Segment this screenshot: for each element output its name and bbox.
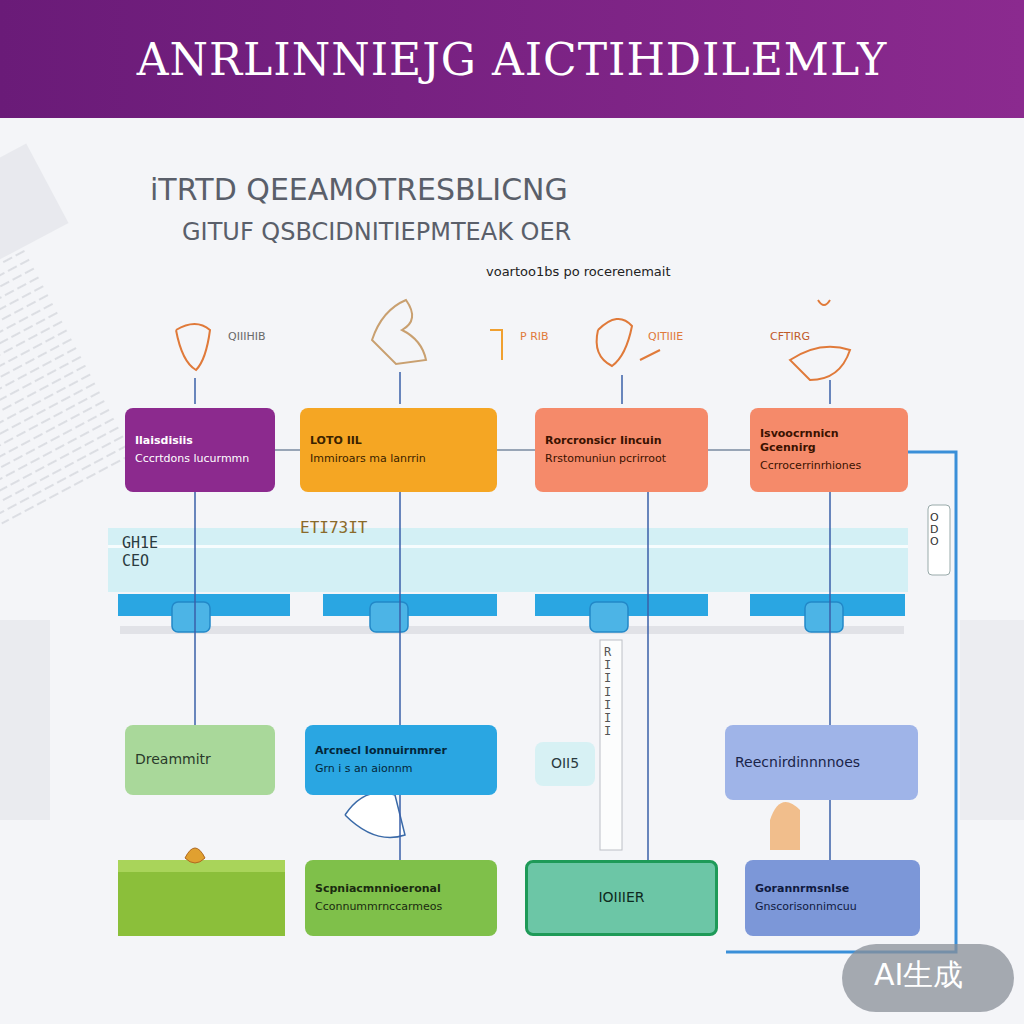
annotation-label: iTRTD QEEAMOTRESBLICNG [150, 172, 568, 207]
process-box: LOTO IIL Immiroars ma lanrrin [300, 408, 497, 492]
box-text: Cconnummrnccarmeos [315, 900, 487, 914]
connector-line [708, 449, 750, 451]
connector-line [399, 795, 401, 860]
process-box: IlaisdisiisCccrtdons lucurmmn [125, 408, 275, 492]
box-text: Rrstomuniun pcrirroot [545, 452, 698, 466]
connector-line [829, 492, 831, 725]
box-heading: Ilaisdisiis [135, 434, 265, 448]
annotation-label: ETI73IT [300, 518, 367, 537]
box-heading: Gorannrmsnlse [755, 882, 910, 896]
process-box: Isvoocrnnicn GcennirgCcrrocerrinrhiones [750, 408, 908, 492]
connector-line [399, 492, 401, 725]
box-heading: Rorcronsicr Iincuin [545, 434, 698, 448]
box-text: Immiroars ma lanrrin [310, 452, 487, 466]
annotation-label: GH1E CEO [122, 534, 192, 570]
connector-line [497, 449, 535, 451]
annotation-label: CFTIRG [770, 330, 810, 343]
process-box: OII5 [535, 742, 595, 786]
box-text: Grn i s an aionnm [315, 762, 487, 776]
box-heading: IOIIIER [538, 889, 705, 907]
box-heading: Isvoocrnnicn Gcennirg [760, 427, 898, 455]
box-heading: Arcnecl Ionnuirnmrer [315, 744, 487, 758]
watermark: AI生成 [874, 955, 963, 996]
process-box: Reecnirdinnnnoes [725, 725, 918, 800]
connector-line [194, 492, 196, 725]
annotation-label: QIIIHIB [228, 330, 265, 343]
process-box: IOIIIER [525, 860, 718, 936]
box-text: Ccrrocerrinrhiones [760, 459, 898, 473]
process-box: GorannrmsnlseGnscorisonnimcuu [745, 860, 920, 936]
annotation-label: voartoo1bs po rocerenemait [486, 264, 671, 279]
box-heading: Reecnirdinnnnoes [735, 754, 908, 772]
box-heading: LOTO IIL [310, 434, 487, 448]
box-heading: Scpniacmnnioeronal [315, 882, 487, 896]
process-box: ScpniacmnnioeronalCconnummrnccarmeos [305, 860, 497, 936]
process-box: Dreammitr [125, 725, 275, 795]
box-heading: OII5 [545, 755, 585, 773]
box-heading: Dreammitr [135, 751, 265, 769]
connector-line [829, 800, 831, 860]
annotation-label: ODO [930, 512, 941, 548]
connector-line [647, 492, 649, 860]
box-text: Gnscorisonnimcuu [755, 900, 910, 914]
process-box: Rorcronsicr IincuinRrstomuniun pcrirroot [535, 408, 708, 492]
annotation-label: GITUF QSBCIDNITIEPMTEAK OER [182, 218, 571, 246]
annotation-label: P RIB [520, 330, 549, 343]
process-box: Arcnecl IonnuirnmrerGrn i s an aionnm [305, 725, 497, 795]
annotation-label: RIIIIII [604, 646, 616, 738]
box-text: Cccrtdons lucurmmn [135, 452, 265, 466]
connector-line [275, 449, 300, 451]
title-text: ANRLINNIEJG AICTIHDILEMLY [0, 34, 1024, 85]
annotation-label: QITIIIE [648, 330, 683, 343]
